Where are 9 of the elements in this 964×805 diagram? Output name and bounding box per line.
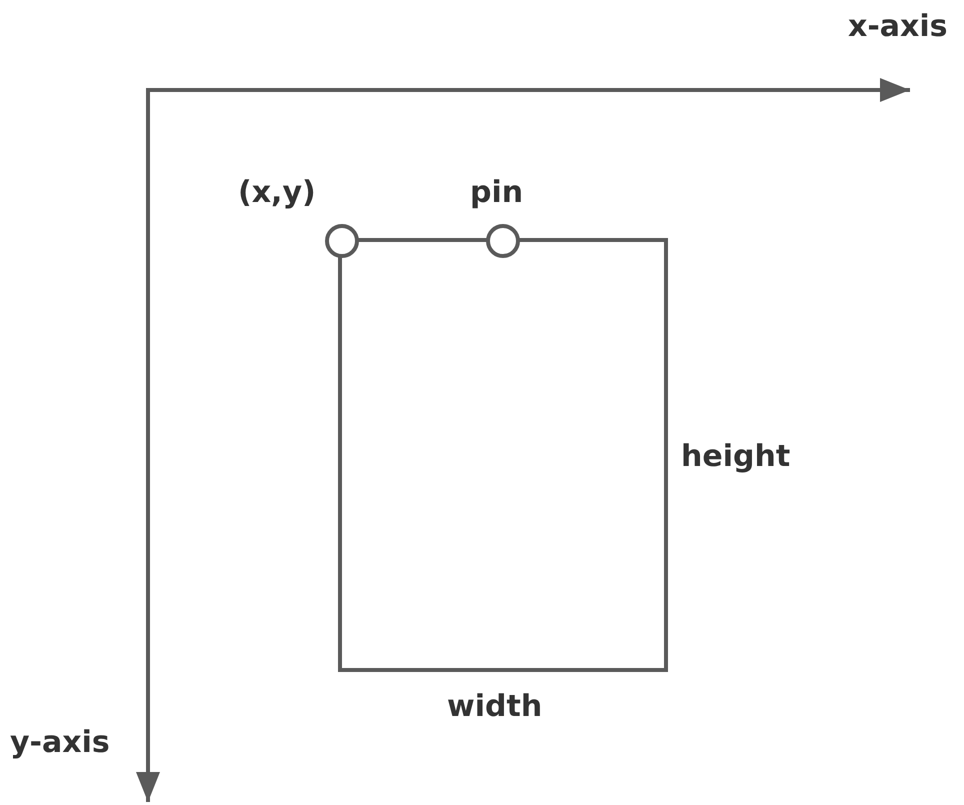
anchor-circle [325, 224, 359, 258]
axis-label: y-axis [10, 728, 110, 758]
dimension-label: width [447, 692, 542, 722]
anchor-circle [486, 224, 520, 258]
point-label: (x,y) [238, 178, 316, 208]
axis-label: x-axis [848, 12, 948, 42]
point-label: pin [470, 178, 524, 208]
dimension-label: height [681, 442, 790, 472]
rectangle [338, 238, 668, 672]
